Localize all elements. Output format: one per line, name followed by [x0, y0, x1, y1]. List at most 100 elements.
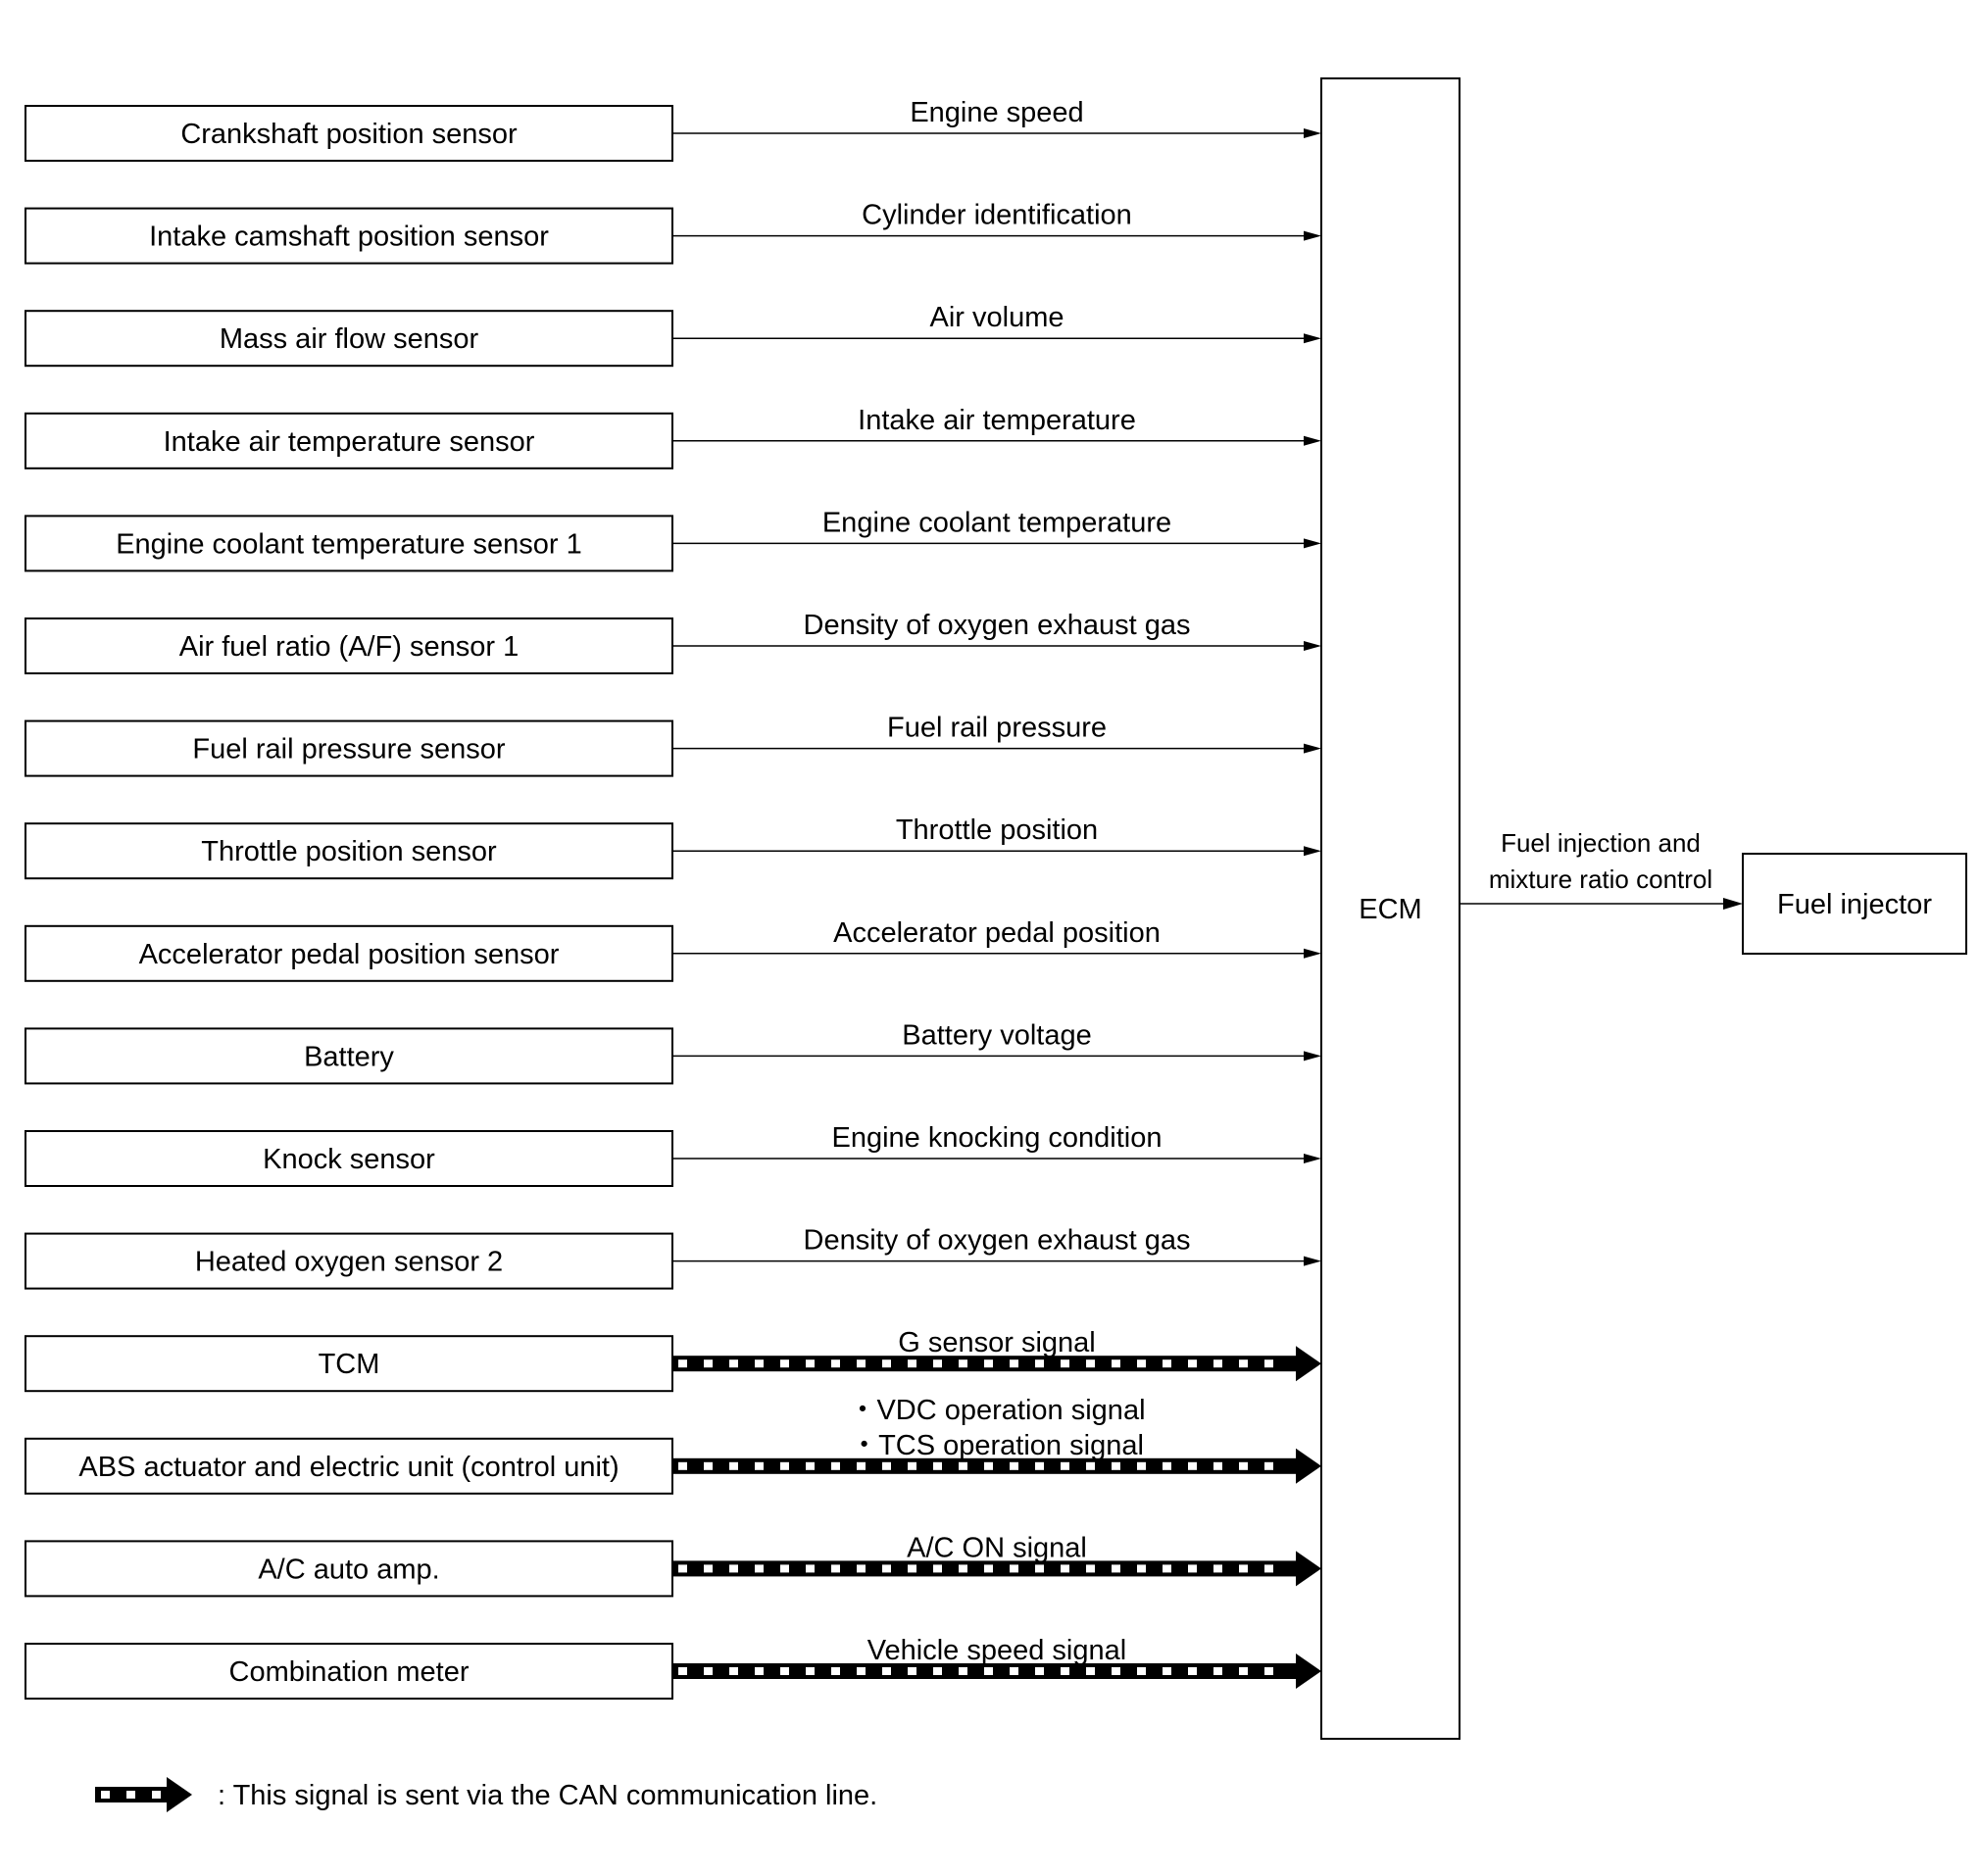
arrowhead: [1304, 538, 1321, 549]
signal-label: Throttle position: [896, 815, 1098, 846]
can-line-segment: [1086, 1667, 1095, 1675]
sensor-label: Throttle position sensor: [201, 836, 497, 867]
sensor-label: Mass air flow sensor: [220, 323, 479, 355]
input-row: Mass air flow sensor Air volume: [25, 302, 1321, 368]
can-line-segment: [1213, 1359, 1222, 1368]
can-line-segment: [780, 1359, 789, 1368]
input-row: Fuel rail pressure sensor Fuel rail press…: [25, 713, 1321, 777]
can-line-segment: [1086, 1564, 1095, 1573]
input-row: ABS actuator and electric unit (control …: [25, 1395, 1321, 1495]
can-line-segment: [1264, 1564, 1273, 1573]
signal-label: G sensor signal: [898, 1327, 1096, 1358]
can-line-segment: [1239, 1461, 1248, 1470]
arrowhead: [1304, 435, 1321, 446]
can-line-segment: [1188, 1564, 1197, 1573]
can-line-segment: [1137, 1564, 1146, 1573]
can-line-segment: [933, 1564, 942, 1573]
arrowhead: [1304, 641, 1321, 651]
can-line-segment: [1137, 1461, 1146, 1470]
sensor-label: Engine coolant temperature sensor 1: [116, 528, 582, 560]
can-line-segment: [1239, 1564, 1248, 1573]
legend: : This signal is sent via the CAN commun…: [95, 1777, 877, 1812]
can-line-segment: [1061, 1461, 1069, 1470]
arrowhead: [1304, 1051, 1321, 1061]
signal-label: ・TCS operation signal: [850, 1430, 1144, 1461]
can-line-segment: [908, 1667, 916, 1675]
sensor-box: [25, 1232, 673, 1290]
can-line-segment: [678, 1667, 687, 1675]
can-line-segment: [1035, 1667, 1044, 1675]
sensor-label: Battery: [304, 1041, 394, 1072]
can-line-segment: [678, 1564, 687, 1573]
can-line-segment: [806, 1461, 815, 1470]
sensor-box: [25, 207, 673, 265]
can-line-segment: [704, 1564, 713, 1573]
signal-label: A/C ON signal: [907, 1532, 1087, 1563]
can-line-segment: [704, 1359, 713, 1368]
can-line-segment: [1086, 1461, 1095, 1470]
sensor-label: Heated oxygen sensor 2: [195, 1247, 503, 1278]
can-line-segment: [882, 1359, 891, 1368]
sensor-label: Accelerator pedal position sensor: [139, 939, 560, 970]
can-line-segment: [1086, 1359, 1095, 1368]
can-line-segment: [755, 1461, 764, 1470]
can-line-segment: [1188, 1461, 1197, 1470]
can-line-segment: [1239, 1359, 1248, 1368]
can-line-segment: [882, 1564, 891, 1573]
sensor-label: ABS actuator and electric unit (control …: [78, 1452, 619, 1483]
sensor-label: A/C auto amp.: [258, 1554, 439, 1585]
can-line-segment: [1239, 1667, 1248, 1675]
arrowhead: [1304, 743, 1321, 754]
can-line-segment: [857, 1667, 866, 1675]
can-line-segment: [959, 1461, 967, 1470]
can-line-segment: [959, 1564, 967, 1573]
can-line-segment: [1112, 1667, 1120, 1675]
can-line-segment: [729, 1667, 738, 1675]
can-line-segment: [1264, 1359, 1273, 1368]
signal-label: Fuel rail pressure: [887, 713, 1107, 744]
arrowhead: [1296, 1654, 1321, 1689]
can-line-segment: [729, 1359, 738, 1368]
ecm-label: ECM: [1359, 894, 1421, 925]
can-line-segment: [984, 1359, 993, 1368]
arrowhead: [1304, 230, 1321, 241]
sensor-box: [25, 924, 673, 982]
signal-label: Density of oxygen exhaust gas: [804, 610, 1191, 641]
can-line-segment: [984, 1461, 993, 1470]
fuel-injector-label: Fuel injector: [1777, 889, 1932, 920]
can-line-segment: [806, 1359, 815, 1368]
can-line-segment: [806, 1667, 815, 1675]
arrowhead: [1723, 898, 1743, 910]
signal-label: Air volume: [930, 302, 1064, 333]
can-line-segment: [1112, 1564, 1120, 1573]
arrowhead: [1296, 1551, 1321, 1587]
signal-label: Battery voltage: [902, 1019, 1091, 1051]
can-line-segment: [1213, 1461, 1222, 1470]
signal-label: Engine coolant temperature: [822, 507, 1171, 538]
can-line-segment: [678, 1461, 687, 1470]
arrowhead: [1304, 1154, 1321, 1163]
input-row: Engine coolant temperature sensor 1 Engin…: [25, 507, 1321, 572]
can-line-segment: [1035, 1359, 1044, 1368]
can-line-segment: [831, 1667, 840, 1675]
can-line-segment: [908, 1461, 916, 1470]
can-line-segment: [831, 1564, 840, 1573]
sensor-label: Combination meter: [229, 1656, 470, 1688]
can-line-segment: [1163, 1461, 1171, 1470]
fuel-injector-box: [1742, 853, 1967, 955]
can-line-segment: [780, 1564, 789, 1573]
can-line-segment: [1035, 1564, 1044, 1573]
can-line-segment: [1061, 1564, 1069, 1573]
can-line-segment: [908, 1564, 916, 1573]
sensor-label: Fuel rail pressure sensor: [192, 734, 505, 765]
can-line-segment: [882, 1461, 891, 1470]
can-line-segment: [1213, 1667, 1222, 1675]
sensor-box: [25, 1437, 673, 1495]
can-line-segment: [831, 1359, 840, 1368]
can-line-segment: [1137, 1667, 1146, 1675]
can-line-segment: [1137, 1359, 1146, 1368]
can-line-segment: [933, 1667, 942, 1675]
